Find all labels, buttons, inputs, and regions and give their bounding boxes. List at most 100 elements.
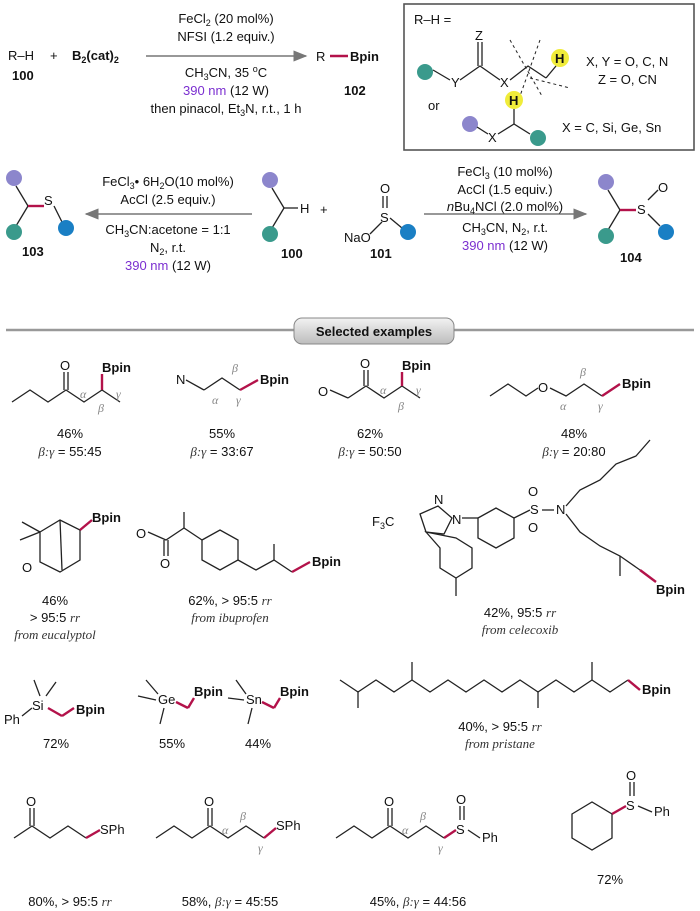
label-102: 102	[344, 83, 366, 98]
ibu-bpin: Bpin	[312, 554, 341, 569]
condition-fecl2: FeCl2 (20 mol%)	[178, 11, 273, 28]
ex1-bpin: Bpin	[102, 360, 131, 375]
scheme-1-borylation: R–H 100 + B2(cat)2 FeCl2 (20 mol%) NFSI …	[8, 11, 379, 118]
highlight-h2-circle	[505, 91, 523, 109]
product-r: R	[316, 49, 325, 64]
example-sulfide-1: O SPh 80%, > 95:5 rr	[13, 794, 125, 909]
silane-bpin: Bpin	[76, 702, 105, 717]
substrate-scope-box: R–H = Y Z X H X, Y = O, C, N Z = O, CN o…	[403, 3, 695, 151]
celecoxib-n2: N	[452, 512, 461, 527]
sulf2-o: O	[204, 794, 214, 809]
p103-purple-circle	[6, 170, 22, 186]
label-101: 101	[370, 246, 392, 261]
stannane-sn: Sn	[246, 692, 262, 707]
ibu-o: O	[160, 556, 170, 571]
celecoxib-cf3: F3C	[372, 514, 394, 531]
sulfox1-beta: β	[419, 809, 426, 823]
selected-examples-banner: Selected examples	[6, 317, 694, 345]
condition-light: 390 nm (12 W)	[183, 83, 269, 98]
ibu-o-ether: O	[136, 526, 146, 541]
box-xy-note: X, Y = O, C, N	[586, 54, 668, 69]
r101-nao: NaO	[344, 230, 371, 245]
ex2-n: N	[176, 372, 185, 387]
box-y-atom: Y	[451, 75, 460, 90]
row-3-examples: Ph Si Bpin 72% Ge Bpin 55% Sn	[4, 662, 671, 751]
left-cond-1: FeCl3• 6H2O(10 mol%)	[102, 174, 234, 191]
celecoxib-bpin: Bpin	[656, 582, 685, 597]
scheme-2-sulfur: FeCl3• 6H2O(10 mol%) AcCl (2.5 equiv.) C…	[6, 164, 674, 273]
p103-s-atom: S	[44, 193, 53, 208]
ex2-bpin: Bpin	[260, 372, 289, 387]
p104-s-atom: S	[637, 202, 646, 217]
r101-o-atom: O	[380, 181, 390, 196]
row-4-examples: O SPh 80%, > 95:5 rr O SPh α β γ 58%, β:…	[13, 768, 670, 909]
row-1-examples: O Bpin α β γ 46% β:γ = 55:45 N Bpin α β …	[11, 356, 651, 459]
sulfox2-ph: Ph	[654, 804, 670, 819]
eucalyptol-from: from eucalyptol	[14, 627, 96, 642]
celecoxib-s: S	[530, 502, 539, 517]
ex4-bpin: Bpin	[622, 376, 651, 391]
ex4-alpha: α	[560, 399, 567, 413]
teal-group2-circle	[530, 130, 546, 146]
germane-ge: Ge	[158, 692, 175, 707]
ex3-beta: β	[397, 399, 404, 413]
sulf1-yield: 80%, > 95:5 rr	[28, 894, 112, 909]
sulf2-beta: β	[239, 809, 246, 823]
sulfox1-s: S	[456, 822, 465, 837]
box-title: R–H =	[414, 12, 451, 27]
eucalyptol-rr: > 95:5 rr	[30, 610, 81, 625]
p103-teal-circle	[6, 224, 22, 240]
sulfox2-yield: 72%	[597, 872, 623, 887]
right-cond-5: 390 nm (12 W)	[462, 238, 548, 253]
ibu-from: from ibuprofen	[191, 610, 268, 625]
right-cond-1: FeCl3 (10 mol%)	[457, 164, 552, 181]
example-1-ketone: O Bpin α β γ 46% β:γ = 55:45	[11, 358, 131, 459]
ex3-ratio: β:γ = 50:50	[337, 444, 401, 459]
ex1-beta: β	[97, 401, 104, 415]
label-100-b: 100	[281, 246, 303, 261]
celecoxib-o2: O	[528, 520, 538, 535]
ex3-bpin: Bpin	[402, 358, 431, 373]
p104-o-atom: O	[658, 180, 668, 195]
sulf2-yield: 58%, β:γ = 45:55	[182, 894, 279, 909]
sulfox1-yield: 45%, β:γ = 44:56	[370, 894, 467, 909]
ex1-ratio: β:γ = 55:45	[37, 444, 101, 459]
box-x2-atom: X	[488, 130, 497, 145]
box-h2-atom: H	[509, 93, 518, 108]
example-celecoxib: F3C N N S O O N Bpin 42%, 95:5 rr from c…	[372, 439, 685, 637]
box-z-note: Z = O, CN	[598, 72, 657, 87]
sulf1-sph: SPh	[100, 822, 125, 837]
ex2-yield: 55%	[209, 426, 235, 441]
label-104: 104	[620, 250, 642, 265]
r101-s-atom: S	[380, 210, 389, 225]
teal-group-circle	[417, 64, 433, 80]
b2cat2-reagent: B2(cat)2	[72, 48, 119, 65]
example-stannane: Sn Bpin 44%	[227, 679, 309, 751]
r100-h-atom: H	[300, 201, 309, 216]
box-x-atom: X	[500, 75, 509, 90]
label-103: 103	[22, 244, 44, 259]
sulf2-sph: SPh	[276, 818, 301, 833]
eucalyptol-o: O	[22, 560, 32, 575]
box-or: or	[428, 98, 440, 113]
left-cond-2: AcCl (2.5 equiv.)	[120, 192, 215, 207]
ex3-alpha: α	[380, 383, 387, 397]
left-cond-5: 390 nm (12 W)	[125, 258, 211, 273]
ex2-gamma: γ	[236, 393, 241, 407]
plus-sign-2: +	[320, 202, 328, 217]
r100-purple-circle	[262, 172, 278, 188]
p104-blue-circle	[658, 224, 674, 240]
condition-workup: then pinacol, Et3N, r.t., 1 h	[151, 101, 302, 118]
example-sulfoxide-1: O S O Ph α β γ 45%, β:γ = 44:56	[335, 792, 498, 909]
ex2-beta: β	[231, 361, 238, 375]
ex4-yield: 48%	[561, 426, 587, 441]
example-2-nitrile: N Bpin α β γ 55% β:γ = 33:67	[176, 361, 289, 459]
celecoxib-yield: 42%, 95:5 rr	[484, 605, 557, 620]
box-x-note: X = C, Si, Ge, Sn	[562, 120, 661, 135]
p104-teal-circle	[598, 228, 614, 244]
condition-nfsi: NFSI (1.2 equiv.)	[177, 29, 274, 44]
right-cond-2: AcCl (1.5 equiv.)	[457, 182, 552, 197]
stannane-bpin: Bpin	[280, 684, 309, 699]
reactant-rh: R–H	[8, 48, 34, 63]
silane-yield: 72%	[43, 736, 69, 751]
